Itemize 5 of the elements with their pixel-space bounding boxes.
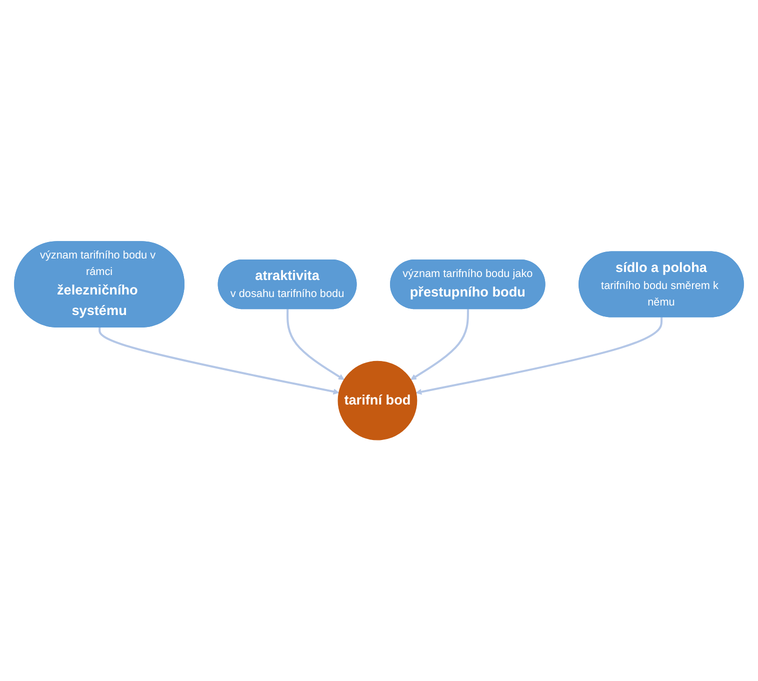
node-circle: tarifní bod <box>338 360 418 440</box>
arrow <box>286 308 344 380</box>
arrow <box>416 317 663 395</box>
arrow <box>410 308 470 380</box>
arrow <box>98 327 340 394</box>
